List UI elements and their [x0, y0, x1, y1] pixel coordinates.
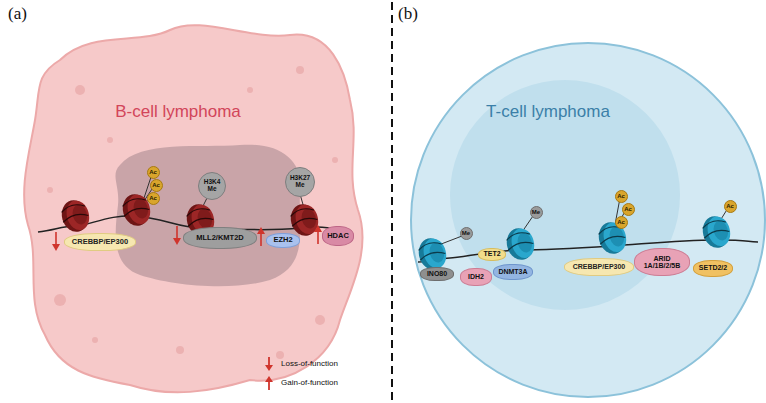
- legend: Loss-of-functionGain-of-function: [263, 354, 338, 392]
- legend-arrow: [263, 356, 275, 372]
- nucleosome: [699, 213, 733, 251]
- histone-mark: Ac: [147, 166, 160, 179]
- histone-mark: Ac: [147, 192, 160, 205]
- cell-title: T-cell lymphoma: [486, 102, 610, 122]
- protein-blob: SETD2/2: [693, 260, 733, 277]
- panel-divider: [391, 2, 393, 401]
- node-label: Ac: [149, 195, 157, 201]
- node-label: INO80: [427, 270, 447, 277]
- protein-blob: TET2: [478, 248, 506, 261]
- legend-label: Gain-of-function: [281, 378, 338, 387]
- node-label: H3K27 Me: [288, 175, 312, 189]
- node-label: EZH2: [273, 236, 292, 244]
- legend-entry: Loss-of-function: [263, 354, 338, 373]
- node-label: Me: [462, 230, 470, 236]
- histone-mark: Ac: [615, 190, 628, 203]
- node-label: Ac: [726, 203, 734, 209]
- legend-arrow: [263, 375, 275, 391]
- histone-mark: Me: [530, 206, 543, 219]
- node-label: MLL2/KMT2D: [196, 234, 244, 242]
- node-label: IDH2: [468, 273, 484, 280]
- nucleosome: [503, 225, 537, 263]
- protein-blob: DNMT3A: [493, 264, 533, 280]
- node-label: Ac: [624, 206, 632, 212]
- protein-blob: ARID 1A/1B/2/5B: [634, 248, 690, 276]
- cell-region: B-cell lymphomaCREBBP/EP300AcAcAcH3K4 Me…: [15, 20, 370, 400]
- legend-entry: Gain-of-function: [263, 373, 338, 392]
- histone-mark: Ac: [622, 203, 635, 216]
- protein-blob: IDH2: [460, 268, 492, 286]
- protein-blob: HDAC: [322, 226, 354, 246]
- histone-mark: Ac: [615, 216, 628, 229]
- nucleus: [115, 145, 300, 287]
- histone-mark: H3K27 Me: [285, 167, 315, 197]
- function-arrows: [52, 225, 322, 251]
- cell-region: T-cell lymphomaINO80IDH2TET2MeDNMT3AMeAc…: [408, 40, 766, 402]
- cell-title: B-cell lymphoma: [115, 102, 241, 122]
- mark-stalks: [436, 198, 728, 246]
- node-label: HDAC: [327, 232, 349, 240]
- protein-blob: CREBBP/EP300: [564, 258, 634, 276]
- node-label: SETD2/2: [699, 264, 727, 271]
- node-label: DNMT3A: [498, 268, 527, 275]
- nucleosome: [58, 197, 92, 235]
- protein-blob: CREBBP/EP300: [64, 233, 136, 251]
- node-label: H3K4 Me: [201, 179, 223, 193]
- cytoplasm-dots: [47, 66, 338, 359]
- node-label: Ac: [149, 169, 157, 175]
- node-label: Me: [532, 209, 540, 215]
- b-cell-illustration: [24, 25, 362, 392]
- panel-letter: (a): [8, 4, 27, 24]
- node-label: CREBBP/EP300: [72, 238, 128, 246]
- node-label: CREBBP/EP300: [573, 263, 626, 270]
- histone-mark: Ac: [150, 179, 163, 192]
- t-cell-illustration: [411, 43, 765, 397]
- node-label: ARID 1A/1B/2/5B: [639, 255, 685, 270]
- node-label: Ac: [152, 182, 160, 188]
- panel-letter: (b): [398, 4, 418, 24]
- node-label: TET2: [483, 250, 500, 257]
- legend-label: Loss-of-function: [281, 359, 338, 368]
- nucleosome: [595, 219, 629, 257]
- histone-mark: Me: [460, 227, 473, 240]
- node-label: Ac: [617, 219, 625, 225]
- protein-blob: MLL2/KMT2D: [183, 227, 257, 249]
- cell-membrane: [24, 25, 362, 392]
- protein-blob: EZH2: [266, 233, 300, 248]
- node-label: Ac: [617, 193, 625, 199]
- protein-blob: INO80: [420, 267, 454, 281]
- cell-membrane: [411, 43, 765, 397]
- histone-mark: Ac: [724, 200, 737, 213]
- histone-mark: H3K4 Me: [198, 172, 226, 200]
- nucleus: [450, 80, 680, 310]
